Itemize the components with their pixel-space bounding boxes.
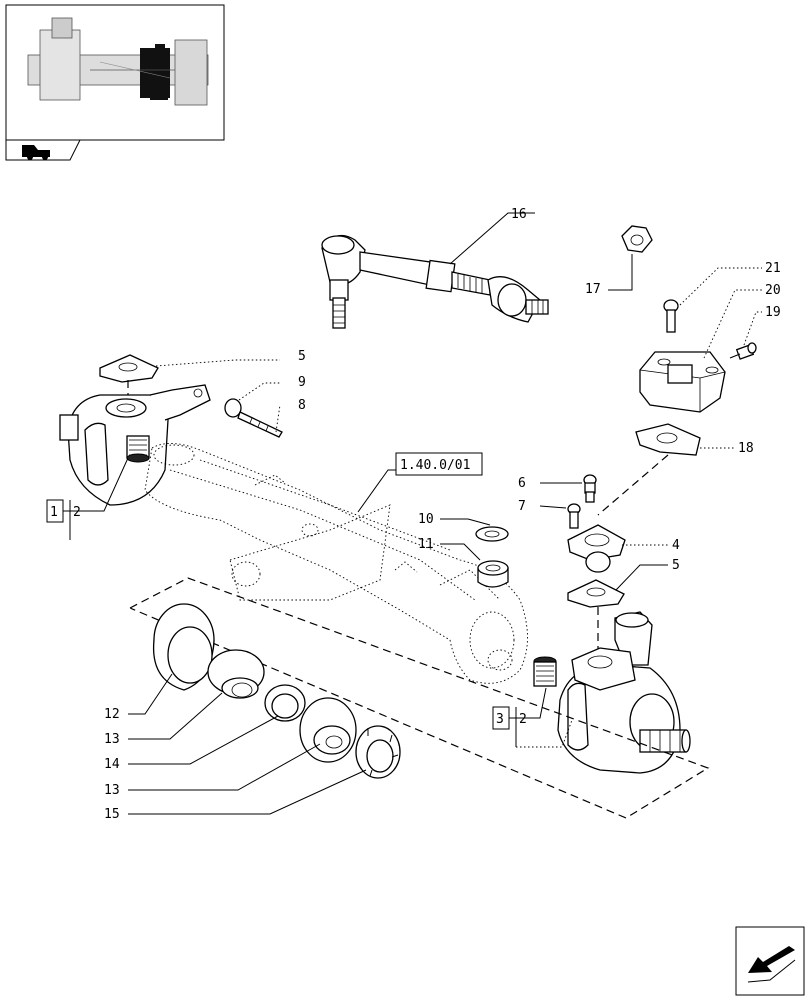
grease-nipple-part-6 <box>583 474 597 503</box>
qty-right-count: 3 <box>496 712 504 727</box>
arrow-back-icon[interactable] <box>735 926 805 996</box>
bearing-cone-part-13b <box>299 697 357 763</box>
callout-20: 20 <box>765 283 781 298</box>
right-hub-assembly <box>557 611 691 774</box>
washer-part-10 <box>475 526 509 542</box>
left-hub-assembly <box>59 384 211 506</box>
callout-19: 19 <box>765 305 781 320</box>
callout-8: 8 <box>298 398 306 413</box>
callout-13-upper: 13 <box>104 732 120 747</box>
callout-9: 9 <box>298 375 306 390</box>
qty-box-left <box>46 457 129 540</box>
bolt-part-21 <box>663 299 679 333</box>
tractor-axle-icon <box>22 145 50 160</box>
kingpin-cap-part-4 <box>567 524 626 573</box>
callout-11: 11 <box>418 537 434 552</box>
callout-4: 4 <box>672 538 680 553</box>
shim-part-18 <box>635 423 701 456</box>
callout-7: 7 <box>518 499 526 514</box>
axle-beam-outline <box>144 443 528 684</box>
callout-14: 14 <box>104 757 120 772</box>
axle-thumbnail-image <box>27 17 209 106</box>
roller-part-2-left <box>126 435 150 463</box>
roller-part-2-right <box>533 656 557 687</box>
callout-5-lower: 5 <box>672 558 680 573</box>
callout-13-lower: 13 <box>104 783 120 798</box>
shim-part-5-lower <box>567 579 625 608</box>
tie-rod-part-16 <box>321 234 549 329</box>
qty-left-item: 2 <box>73 505 81 520</box>
reference-label: 1.40.0/01 <box>400 458 470 473</box>
bushing-part-11 <box>477 560 509 588</box>
spacer-ring-part-14 <box>264 684 306 722</box>
callout-10: 10 <box>418 512 434 527</box>
qty-left-count: 1 <box>50 505 58 520</box>
ring-nut-part-15 <box>355 725 401 779</box>
bracket-part-20 <box>639 351 726 413</box>
callout-21: 21 <box>765 261 781 276</box>
qty-right-item: 2 <box>519 712 527 727</box>
bolt-part-7 <box>567 503 581 529</box>
seal-part-12 <box>152 603 215 691</box>
callout-6: 6 <box>518 476 526 491</box>
fitting-part-19 <box>729 342 757 360</box>
callout-17: 17 <box>585 282 601 297</box>
nut-part-17 <box>621 225 653 253</box>
shim-part-5-upper <box>99 354 159 383</box>
bearing-cup-part-13a <box>207 649 265 699</box>
overview-thumbnail[interactable] <box>5 4 225 161</box>
pin-part-8 <box>237 411 283 438</box>
qty-box-right <box>492 687 573 748</box>
callout-16: 16 <box>511 207 527 222</box>
callout-15: 15 <box>104 807 120 822</box>
bushing-part-9 <box>224 398 242 418</box>
callout-18: 18 <box>738 441 754 456</box>
callout-5-upper: 5 <box>298 349 306 364</box>
callout-12: 12 <box>104 707 120 722</box>
reference-box[interactable] <box>395 452 483 476</box>
